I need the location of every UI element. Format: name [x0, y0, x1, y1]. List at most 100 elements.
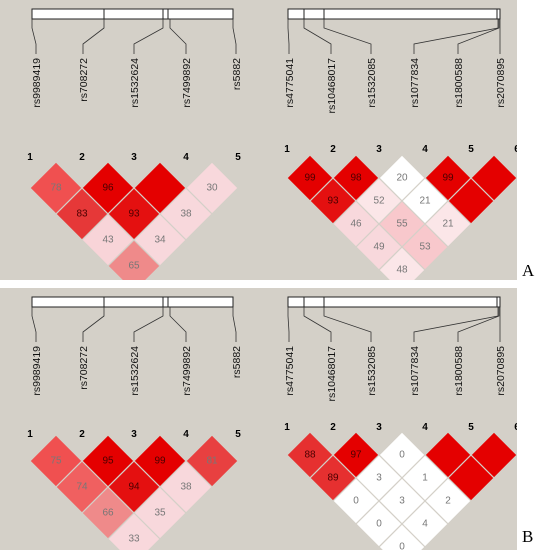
- ld-cell-value: 98: [350, 173, 362, 184]
- marker-index-label: 4: [183, 429, 189, 440]
- snp-connector-line: [133, 19, 164, 54]
- marker-index-label: 1: [284, 422, 290, 433]
- snp-label: rs5882: [231, 346, 243, 378]
- ld-cell-value: 0: [399, 542, 405, 550]
- marker-index-label: 3: [131, 429, 137, 440]
- ld-cell-value: 2: [445, 496, 451, 507]
- ld-cell-value: 53: [419, 242, 431, 253]
- ld-cell-value: 38: [180, 209, 192, 220]
- ld-cell-value: 83: [76, 209, 88, 220]
- snp-label: rs1800588: [453, 346, 465, 396]
- ld-cell-value: 48: [396, 265, 408, 276]
- snp-connector-line: [413, 307, 499, 342]
- snp-label: rs1532085: [366, 346, 378, 396]
- ld-cell-value: 1: [422, 473, 428, 484]
- snp-connector-line: [31, 307, 37, 342]
- marker-index-label: 6: [514, 144, 517, 155]
- snp-connector-line: [82, 19, 105, 54]
- ld-cell-value: 3: [399, 496, 405, 507]
- snp-label: rs1532624: [129, 58, 141, 108]
- ld-cell-value: 4: [422, 519, 428, 530]
- marker-index-label: 2: [79, 152, 85, 163]
- ld-cell-value: 95: [102, 456, 114, 467]
- ld-cell: [107, 512, 161, 550]
- snp-label: rs9989419: [31, 346, 43, 396]
- ld-plot-b-left: rs9989419 rs708272 rs1532624 rs7499892 rs588…: [27, 296, 243, 550]
- marker-index-label: 2: [79, 429, 85, 440]
- snp-label: rs9989419: [31, 58, 43, 108]
- chromosome-bar: [287, 8, 501, 20]
- snp-connector-line: [287, 307, 290, 342]
- marker-index-label: 3: [376, 144, 382, 155]
- snp-label: rs10468017: [326, 58, 338, 114]
- panel-label-b: B: [522, 527, 534, 546]
- panel-label-a: A: [522, 261, 535, 280]
- snp-label: rs708272: [78, 346, 90, 390]
- ld-cell: [378, 246, 426, 280]
- snp-label: rs4775041: [284, 346, 296, 396]
- snp-connector-line: [169, 19, 187, 54]
- ld-cell: [107, 239, 161, 280]
- marker-index-label: 6: [514, 422, 517, 433]
- ld-cell: [378, 523, 426, 550]
- snp-label: rs5882: [231, 58, 243, 90]
- snp-label: rs1532085: [366, 58, 378, 108]
- ld-cell-value: 0: [399, 450, 405, 461]
- ld-cell-value: 96: [102, 183, 114, 194]
- marker-index-label: 5: [235, 152, 241, 163]
- snp-label: rs7499892: [181, 346, 193, 396]
- marker-index-label: 2: [330, 422, 336, 433]
- snp-connector-line: [323, 307, 372, 342]
- snp-connector-line: [457, 19, 500, 54]
- ld-cell-value: 46: [350, 219, 362, 230]
- snp-connector-line: [31, 19, 37, 54]
- snp-label: rs1077834: [409, 346, 421, 396]
- snp-connector-line: [303, 19, 332, 54]
- marker-index-label: 4: [422, 144, 428, 155]
- ld-cell-value: 0: [353, 496, 359, 507]
- ld-cell-value: 89: [327, 473, 339, 484]
- ld-cell-value: 35: [154, 508, 166, 519]
- ld-cell-value: 74: [76, 482, 88, 493]
- snp-connector-line: [232, 307, 237, 342]
- snp-connector-line: [323, 19, 372, 54]
- ld-cell-value: 20: [396, 173, 408, 184]
- ld-cell-value: 21: [442, 219, 454, 230]
- marker-index-label: 1: [27, 152, 33, 163]
- snp-connector-line: [457, 307, 500, 342]
- snp-label: rs7499892: [181, 58, 193, 108]
- ld-cell-value: 52: [373, 196, 385, 207]
- chromosome-bar: [287, 296, 501, 308]
- marker-index-label: 4: [422, 422, 428, 433]
- ld-cell-value: 3: [376, 473, 382, 484]
- marker-index-label: 4: [183, 152, 189, 163]
- ld-cell-value: 49: [373, 242, 385, 253]
- ld-cell-value: 65: [128, 261, 140, 272]
- ld-cell-value: 93: [128, 209, 140, 220]
- marker-index-label: 2: [330, 144, 336, 155]
- ld-cell-value: 55: [396, 219, 408, 230]
- snp-connector-line: [169, 307, 187, 342]
- marker-index-label: 5: [468, 144, 474, 155]
- ld-cell-value: 21: [419, 196, 431, 207]
- snp-label: rs10468017: [326, 346, 338, 402]
- snp-label: rs4775041: [284, 58, 296, 108]
- marker-index-label: 3: [131, 152, 137, 163]
- panel-b: rs9989419 rs708272 rs1532624 rs7499892 rs588…: [0, 288, 517, 550]
- ld-cell-value: 99: [154, 456, 166, 467]
- snp-label: rs2070895: [495, 346, 507, 396]
- ld-cell-value: 30: [206, 183, 218, 194]
- ld-cell-value: 0: [376, 519, 382, 530]
- snp-label: rs1532624: [129, 346, 141, 396]
- marker-index-label: 1: [27, 429, 33, 440]
- snp-connector-line: [82, 307, 105, 342]
- chromosome-bar: [31, 296, 234, 308]
- ld-cell-value: 38: [180, 482, 192, 493]
- ld-cell-value: 81: [206, 456, 218, 467]
- ld-cell-value: 43: [102, 235, 114, 246]
- ld-cell-value: 99: [442, 173, 454, 184]
- ld-cell-value: 88: [304, 450, 316, 461]
